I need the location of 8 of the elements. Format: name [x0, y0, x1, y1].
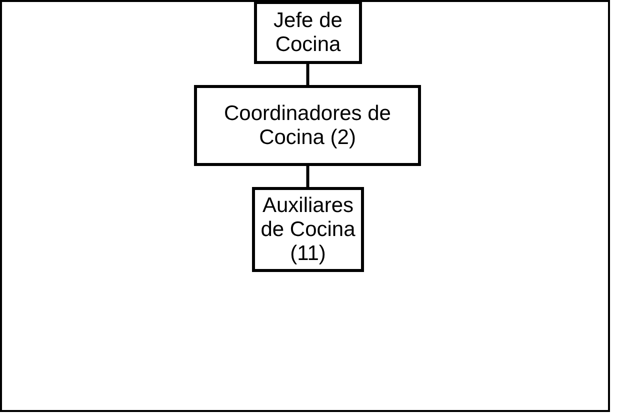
role-box [254, 1, 362, 64]
role-title: Coordinadores de Cocina (2) [223, 102, 392, 150]
connector-line [306, 64, 310, 85]
role-box [252, 187, 364, 272]
role-title: Jefe de Cocina [272, 8, 344, 56]
role-title: Auxiliares de Cocina (11) [260, 194, 356, 266]
role-box [194, 85, 421, 166]
connector-line [306, 166, 310, 187]
